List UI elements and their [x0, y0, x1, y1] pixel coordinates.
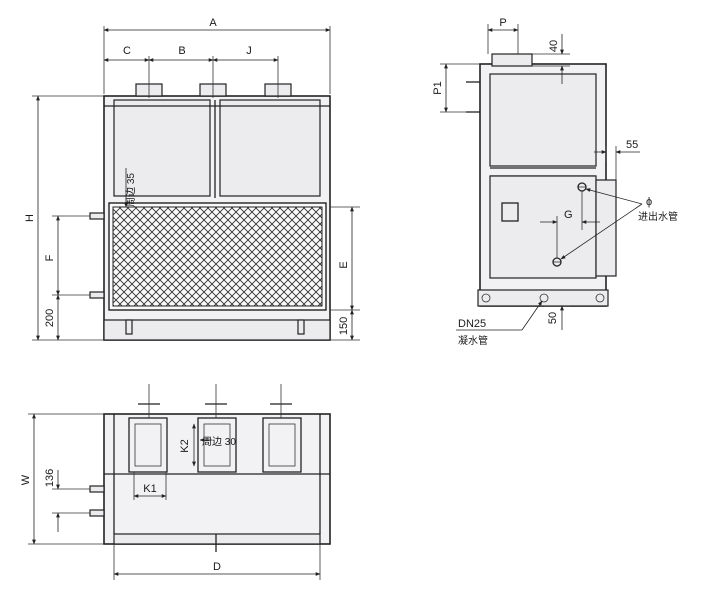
top-side-pipe-lower	[89, 509, 105, 517]
top-view: W 136 K1 K2 周边 30 D	[20, 384, 331, 580]
dim-b-label: B	[178, 45, 185, 57]
dim-phi-label: ϕ	[646, 196, 652, 208]
top-fan-opening-left	[128, 417, 168, 473]
dim-50-label: 50	[547, 312, 559, 324]
dim-d-label: D	[213, 561, 221, 573]
dim-a-label: A	[209, 17, 217, 29]
top-border-note: 周边 30	[202, 436, 236, 448]
dim-e-label: E	[338, 261, 350, 268]
dim-136-label: 136	[44, 469, 56, 487]
front-mesh-grille	[112, 206, 323, 307]
dim-h-label: H	[24, 214, 36, 222]
side-base	[477, 289, 609, 307]
dim-w-label: W	[20, 474, 32, 485]
inlet-outlet-pipe-label: 进出水管	[638, 210, 678, 223]
top-unit-body	[103, 413, 331, 545]
dim-150-label: 150	[338, 317, 350, 335]
dim-p-label: P	[499, 17, 506, 29]
dim-p1-label: P1	[432, 81, 444, 94]
front-side-pipe-lower	[89, 291, 105, 299]
top-fan-opening-right	[262, 417, 302, 473]
front-upper-right-panel	[219, 99, 321, 197]
side-upper-panel	[489, 73, 597, 167]
dim-55-label: 55	[626, 139, 638, 151]
dim-g-label: G	[564, 209, 573, 221]
dim-j-label: J	[246, 45, 252, 57]
front-base	[103, 319, 331, 341]
control-box	[501, 202, 519, 222]
dim-k1-label: K1	[143, 483, 156, 495]
top-fan-opening-center	[197, 417, 237, 473]
side-top-stub	[491, 53, 533, 67]
dim-dn25-label: DN25	[458, 318, 486, 330]
dim-k2-label: K2	[179, 439, 191, 452]
dim-40-label: 40	[548, 40, 560, 52]
top-side-pipe-upper	[89, 485, 105, 493]
dim-200-label: 200	[44, 309, 56, 327]
dim-c-label: C	[123, 45, 131, 57]
condensate-pipe-label: 凝水管	[458, 334, 488, 347]
dim-f-label: F	[44, 254, 56, 261]
mesh-border-note: 周边 35	[125, 173, 137, 207]
front-view: A C B J H F 200 E 150 周边 35	[24, 17, 360, 341]
side-view: P 40 P1 55 G ϕ 进出水管 50 DN25	[432, 17, 678, 347]
front-side-pipe-upper	[89, 212, 105, 220]
side-lower-panel	[489, 175, 597, 279]
front-upper-left-panel	[113, 99, 211, 197]
